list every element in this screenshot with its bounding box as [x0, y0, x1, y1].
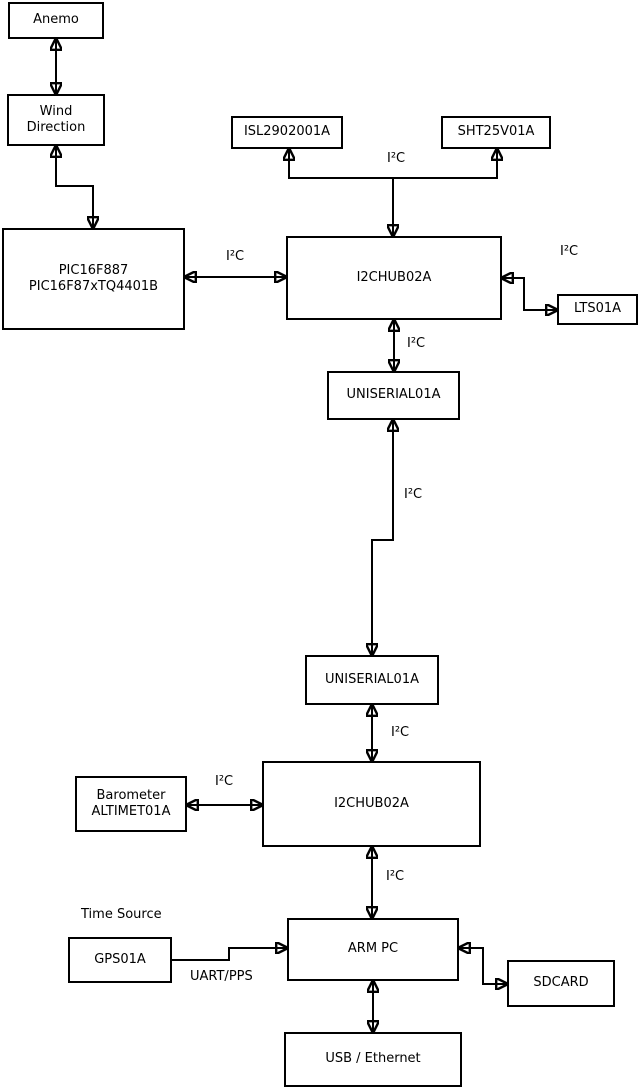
node-barometer-label: Barometer ALTIMET01A — [91, 787, 171, 819]
node-i2chub-top-label: I2CHUB02A — [356, 269, 432, 285]
edge-label-i2c-barometer-hub2: I²C — [215, 774, 234, 789]
node-sht25v01a: SHT25V01A — [441, 116, 551, 149]
node-uniserial-bottom-label: UNISERIAL01A — [325, 671, 419, 687]
node-isl2902001a: ISL2902001A — [231, 116, 343, 149]
node-wind-direction: Wind Direction — [7, 94, 105, 146]
node-i2chub-bottom: I2CHUB02A — [262, 761, 481, 847]
connector-arm-pc-sdcard — [459, 948, 507, 984]
edge-label-i2c-bus-top: I²C — [387, 151, 406, 166]
edge-label-i2c-pic-hub: I²C — [226, 249, 245, 264]
node-anemo: Anemo — [8, 2, 104, 39]
node-gps01a: GPS01A — [68, 937, 172, 983]
connector-gps-arm-pc — [172, 948, 287, 961]
node-sdcard-label: SDCARD — [533, 975, 589, 991]
node-arm-pc-label: ARM PC — [347, 941, 399, 957]
node-sdcard: SDCARD — [507, 960, 615, 1007]
edge-label-i2c-hub-uniserial: I²C — [407, 336, 426, 351]
node-uniserial-top-label: UNISERIAL01A — [346, 387, 441, 403]
node-arm-pc: ARM PC — [287, 918, 459, 981]
node-i2chub-bottom-label: I2CHUB02A — [334, 795, 409, 811]
connector-wind-direction-pic — [56, 146, 93, 228]
node-usb-ethernet: USB / Ethernet — [284, 1032, 462, 1087]
node-gps01a-label: GPS01A — [94, 951, 146, 967]
node-sht25v01a-label: SHT25V01A — [457, 124, 535, 140]
node-wind-direction-label: Wind Direction — [26, 103, 86, 135]
edge-label-uart-pps: UART/PPS — [190, 969, 253, 984]
node-pic-microcontroller-label: PIC16F887 PIC16F87xTQ4401B — [28, 262, 159, 294]
node-pic-microcontroller: PIC16F887 PIC16F87xTQ4401B — [2, 228, 185, 330]
edge-label-i2c-hub-lts: I²C — [560, 244, 579, 259]
connector-uniserial-top-uniserial-bottom — [372, 420, 393, 655]
edge-label-i2c-hub2-arm: I²C — [386, 869, 405, 884]
node-uniserial-top: UNISERIAL01A — [327, 371, 460, 420]
node-barometer: Barometer ALTIMET01A — [75, 776, 187, 832]
node-anemo-label: Anemo — [33, 12, 79, 28]
edge-label-i2c-uniserial-hub2: I²C — [391, 725, 410, 740]
node-uniserial-bottom: UNISERIAL01A — [305, 655, 439, 705]
node-lts01a: LTS01A — [557, 294, 638, 325]
connector-i2chub-top-lts — [502, 278, 557, 310]
node-isl2902001a-label: ISL2902001A — [243, 124, 331, 140]
node-usb-ethernet-label: USB / Ethernet — [325, 1051, 421, 1067]
label-time-source: Time Source — [81, 907, 162, 922]
edge-label-i2c-uniserial-link: I²C — [404, 487, 423, 502]
node-i2chub-top: I2CHUB02A — [286, 236, 502, 320]
node-lts01a-label: LTS01A — [573, 301, 622, 317]
